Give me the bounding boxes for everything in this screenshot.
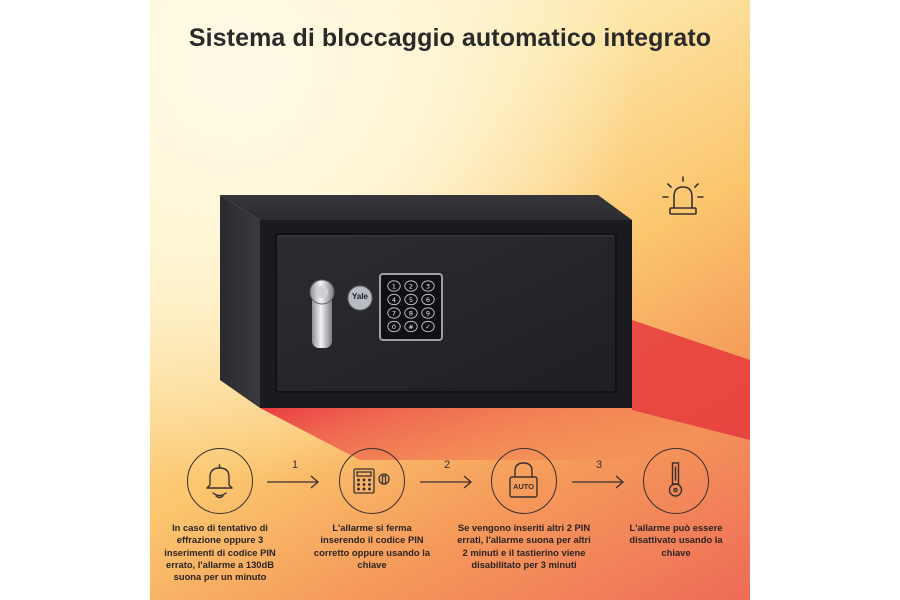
page-title: Sistema di bloccaggio automatico integra…	[188, 24, 712, 52]
steps-row: 1 2 AUTO	[150, 440, 750, 600]
keypad-key-label: 6	[426, 296, 430, 304]
keypad-key	[421, 307, 435, 319]
keypad-key	[387, 307, 401, 319]
keypad-key-label: 3	[426, 283, 430, 291]
arrow-2-icon	[418, 472, 474, 492]
key-icon	[668, 462, 683, 497]
step-number-2: 2	[443, 459, 451, 471]
step-2-caption: L'allarme si ferma inserendo il codice P…	[313, 522, 431, 570]
keypad-key	[404, 293, 418, 306]
keypad-key-label: 1	[392, 283, 396, 291]
keypad-key-label: 0	[392, 323, 396, 331]
keypad-key-label: #	[408, 323, 413, 331]
keypad-key-label: 2	[409, 283, 413, 291]
keypad-key	[404, 307, 418, 319]
keypad-key-label: 7	[392, 310, 396, 318]
keypad-key	[387, 293, 401, 306]
padlock-auto-icon	[509, 462, 538, 498]
arrow-1-icon	[265, 472, 321, 492]
step-1-caption: In caso di tentativo di effrazione oppur…	[164, 522, 276, 583]
keypad-key	[421, 280, 435, 292]
step-4-circle	[643, 448, 709, 514]
keypad-key-label: ✓	[425, 323, 430, 331]
keypad-key	[404, 280, 418, 292]
keypad-key	[421, 320, 435, 333]
bell-alarm-icon	[206, 464, 233, 499]
keypad-key	[387, 320, 401, 333]
keypad-key-label: 9	[426, 310, 430, 318]
step-number-3: 3	[595, 459, 603, 471]
keypad-key-label: 8	[409, 310, 413, 318]
keypad-key	[387, 280, 401, 292]
keypad-key	[421, 293, 435, 306]
step-3-circle: AUTO	[491, 448, 557, 514]
safe-illustration: 1 2 3 4 5 6 7 8 9 0 # ✓ Yale	[150, 0, 750, 460]
auto-label: AUTO	[512, 482, 535, 491]
step-3-caption: Se vengono inseriti altri 2 PIN errati, …	[457, 522, 591, 570]
keypad-key-label: 4	[392, 296, 396, 304]
arrow-3-icon	[570, 472, 626, 492]
yale-logo: Yale	[351, 292, 368, 301]
keypad-key-icon	[353, 468, 390, 494]
step-4-caption: L'allarme può essere disattivato usando …	[629, 522, 723, 558]
keypad-key-label: 5	[409, 296, 413, 304]
step-number-1: 1	[291, 459, 299, 471]
step-2-circle	[339, 448, 405, 514]
alarm-beacon-icon	[662, 175, 704, 217]
step-1-circle	[187, 448, 253, 514]
keypad-key	[404, 320, 418, 333]
product-panel: Sistema di bloccaggio automatico integra…	[150, 0, 750, 600]
